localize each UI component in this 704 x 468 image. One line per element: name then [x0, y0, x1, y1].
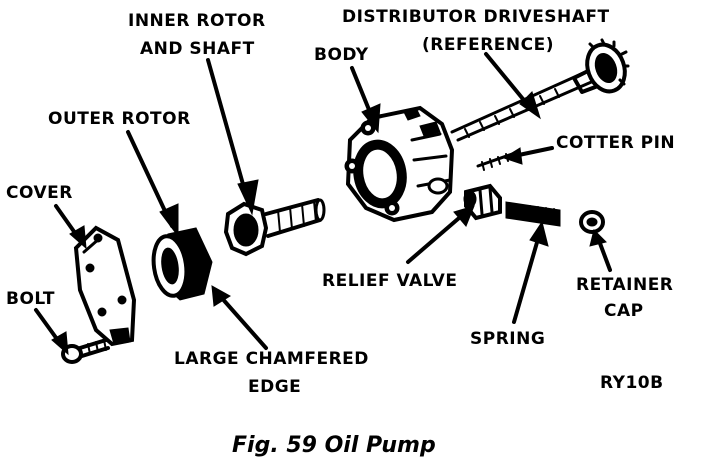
inner-rotor-and-shaft	[223, 198, 326, 257]
label-distributor-line1: DISTRIBUTOR DRIVESHAFT	[342, 7, 610, 27]
label-chamfer-line2: EDGE	[248, 377, 301, 397]
label-retainer-line1: RETAINER	[576, 275, 673, 295]
label-inner-rotor-line2: AND SHAFT	[140, 39, 255, 59]
label-bolt: BOLT	[6, 289, 55, 309]
label-inner-rotor-line1: INNER ROTOR	[128, 11, 266, 31]
label-relief-valve: RELIEF VALVE	[322, 271, 457, 291]
figure-caption: Fig. 59 Oil Pump	[232, 433, 436, 458]
label-distributor-line2: (REFERENCE)	[422, 35, 554, 55]
spring	[505, 201, 561, 227]
relief-valve	[463, 183, 502, 221]
figure-code: RY10B	[600, 373, 664, 393]
pump-cover	[73, 225, 137, 347]
label-cover: COVER	[6, 183, 73, 203]
label-retainer-line2: CAP	[604, 301, 644, 321]
label-cotter-pin: COTTER PIN	[556, 133, 675, 153]
label-spring: SPRING	[470, 329, 545, 349]
label-outer-rotor: OUTER ROTOR	[48, 109, 191, 129]
label-body: BODY	[314, 45, 369, 65]
distributor-driveshaft	[450, 38, 630, 142]
label-chamfer-line1: LARGE CHAMFERED	[174, 349, 369, 369]
retainer-cap	[579, 210, 605, 234]
labels: INNER ROTOR AND SHAFT DISTRIBUTOR DRIVES…	[6, 7, 675, 397]
bolt	[61, 338, 110, 364]
leader-arrows	[34, 52, 612, 356]
pump-body	[344, 105, 455, 223]
outer-rotor	[151, 227, 213, 301]
